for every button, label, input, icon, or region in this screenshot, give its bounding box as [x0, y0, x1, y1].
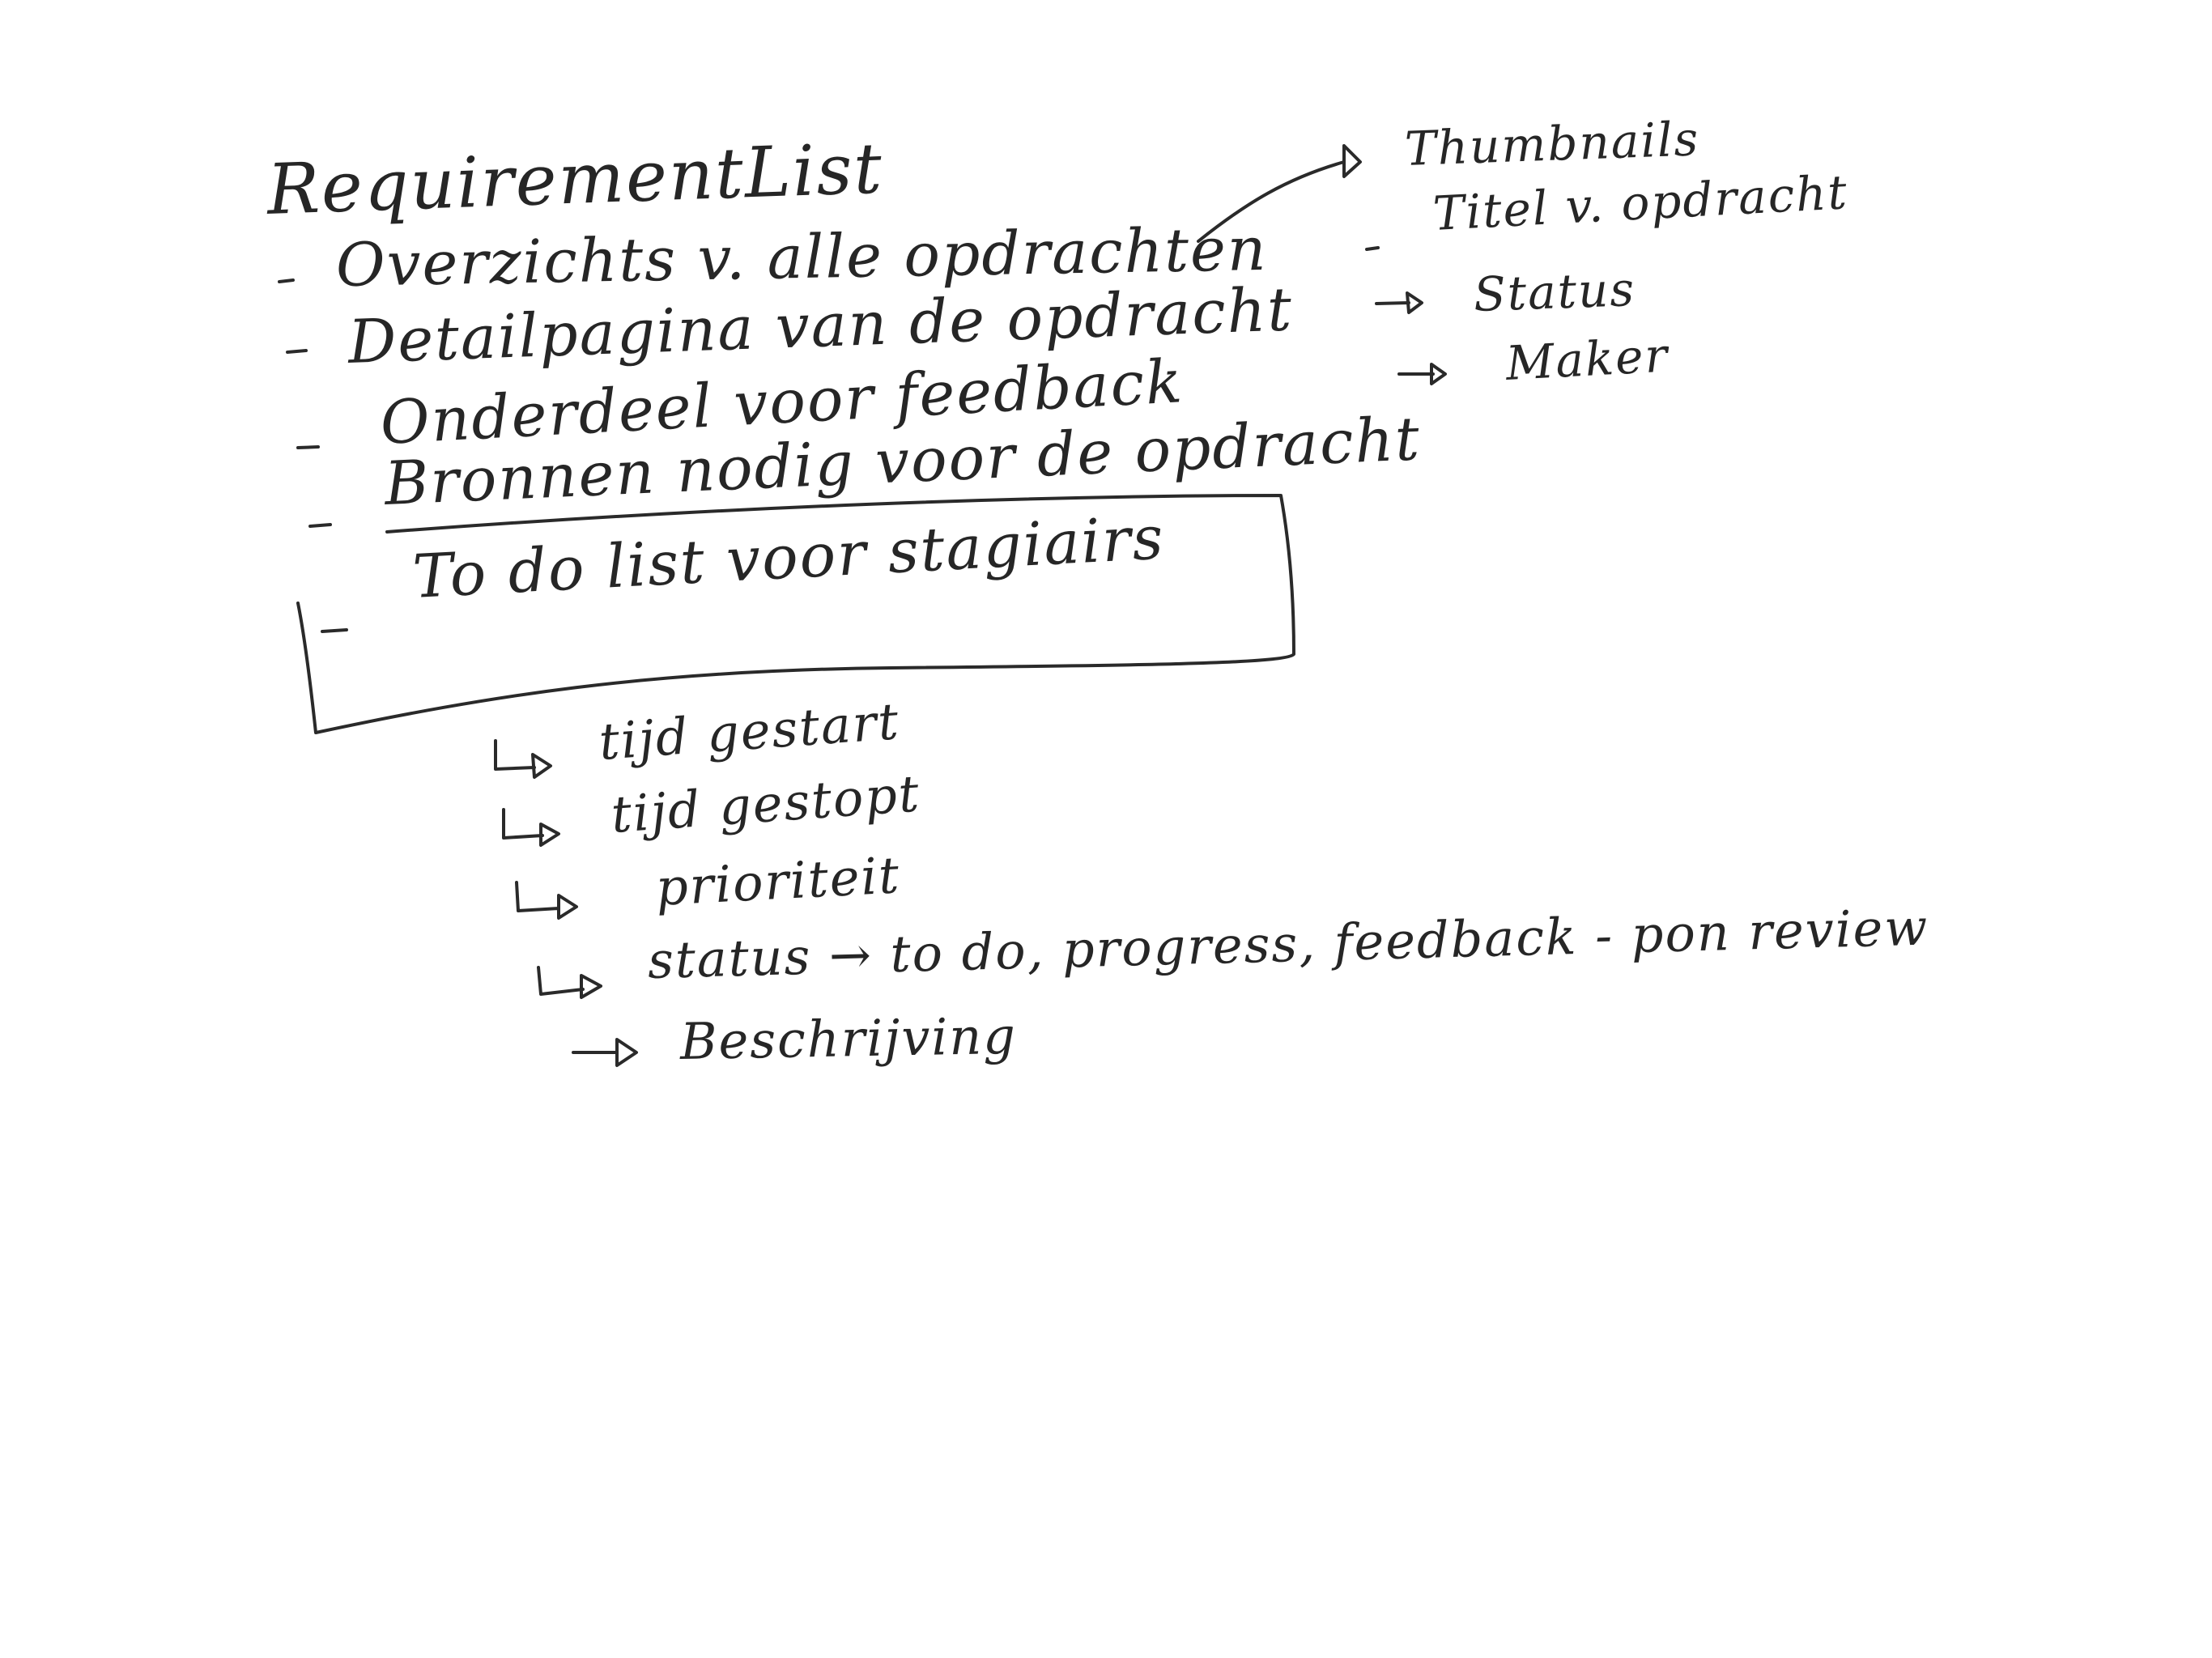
bullet-dash: [278, 278, 295, 283]
sub-arrow-icon: [537, 966, 602, 999]
bullet-dash: [286, 349, 308, 354]
arrow-line: [1197, 160, 1346, 243]
overview-detail: Status: [1472, 261, 1637, 322]
small-arrow-icon: [1397, 363, 1447, 385]
small-arrow-icon: [1375, 291, 1423, 314]
todo-detail: Beschrijving: [679, 1005, 1018, 1071]
bullet-dash: [308, 523, 332, 528]
sub-arrow-icon: [502, 808, 560, 847]
bullet-dash: [321, 628, 348, 633]
sub-arrow-icon: [572, 1038, 638, 1067]
bullet-dash: [1365, 246, 1380, 251]
overview-detail: Maker: [1504, 327, 1670, 391]
bullet-dash: [296, 445, 320, 449]
overview-detail: Thumbnails: [1403, 111, 1701, 176]
sub-arrow-icon: [494, 739, 552, 779]
highlight-box: [296, 494, 1295, 734]
arrow-head-icon: [1342, 144, 1362, 178]
sub-arrow-icon: [515, 881, 578, 920]
